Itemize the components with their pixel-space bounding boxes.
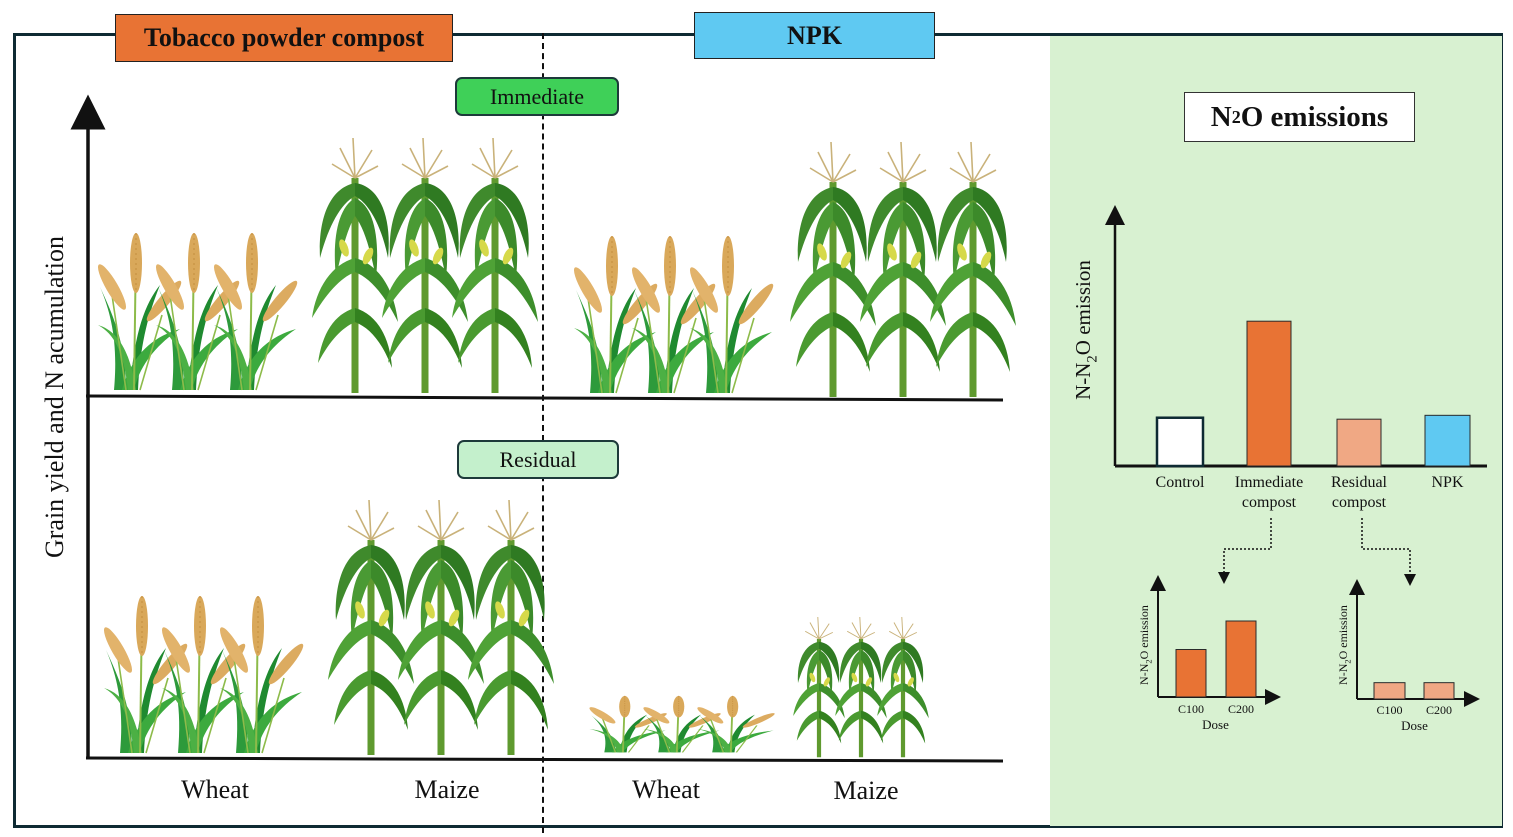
- chart2-bar-c100: [1373, 682, 1406, 700]
- connector-residual-to-dose-chart: [1361, 518, 1416, 586]
- treatment-divider: [542, 33, 544, 833]
- chart0-bar-residual-compost: [1336, 418, 1382, 467]
- n2o-title-prefix: N: [1210, 100, 1232, 133]
- chart0-tick-label: compost: [1332, 494, 1387, 511]
- n2o-title-subscript: 2: [1231, 106, 1241, 127]
- chart2-x-axis-label: Dose: [1401, 718, 1428, 733]
- n2o-title-suffix: O emissions: [1240, 100, 1389, 133]
- chart1-y-axis-label: N-N2O emission: [1137, 605, 1154, 685]
- crop-label-wheat-compost: Wheat: [181, 775, 249, 804]
- crop-growth-diagram: [70, 94, 1050, 763]
- chart0-tick-label: NPK: [1431, 474, 1463, 491]
- baseline-immediate: [85, 394, 1004, 402]
- chart0-tick-label: Residual: [1331, 474, 1388, 491]
- chart0-tick-label: Control: [1156, 474, 1205, 491]
- connector-immediate-to-dose-chart: [1218, 518, 1272, 584]
- chart1-x-axis-label: Dose: [1202, 717, 1229, 732]
- chart0-bar-npk: [1424, 414, 1471, 467]
- chart1-bar-c100: [1175, 649, 1207, 698]
- header-tobacco-compost: Tobacco powder compost: [115, 14, 453, 62]
- chart1-bar-c200: [1225, 620, 1257, 698]
- chart1-tick-label: C100: [1178, 702, 1204, 716]
- chart0-tick-label: Immediate: [1235, 474, 1303, 491]
- header-npk: NPK: [694, 12, 935, 59]
- chart0-y-axis-label: N-N2O emission: [1071, 260, 1100, 400]
- baseline-residual: [85, 756, 1004, 763]
- chart0-tick-label: compost: [1242, 494, 1297, 511]
- chart0-bar-control: [1155, 416, 1205, 468]
- chart2-tick-label: C100: [1376, 703, 1402, 717]
- phase-label-immediate: Immediate: [455, 77, 619, 116]
- chart0-bar-immediate-compost: [1246, 320, 1292, 467]
- chart1-tick-label: C200: [1228, 702, 1254, 716]
- crop-label-maize-compost: Maize: [414, 775, 480, 804]
- chart2-bar-c200: [1423, 682, 1455, 700]
- crop-label-wheat-npk: Wheat: [632, 775, 700, 804]
- crop-label-maize-npk: Maize: [833, 776, 899, 805]
- chart2-tick-label: C200: [1426, 703, 1452, 717]
- chart2-y-axis-label: N-N2O emission: [1336, 605, 1353, 685]
- phase-label-residual: Residual: [457, 440, 619, 479]
